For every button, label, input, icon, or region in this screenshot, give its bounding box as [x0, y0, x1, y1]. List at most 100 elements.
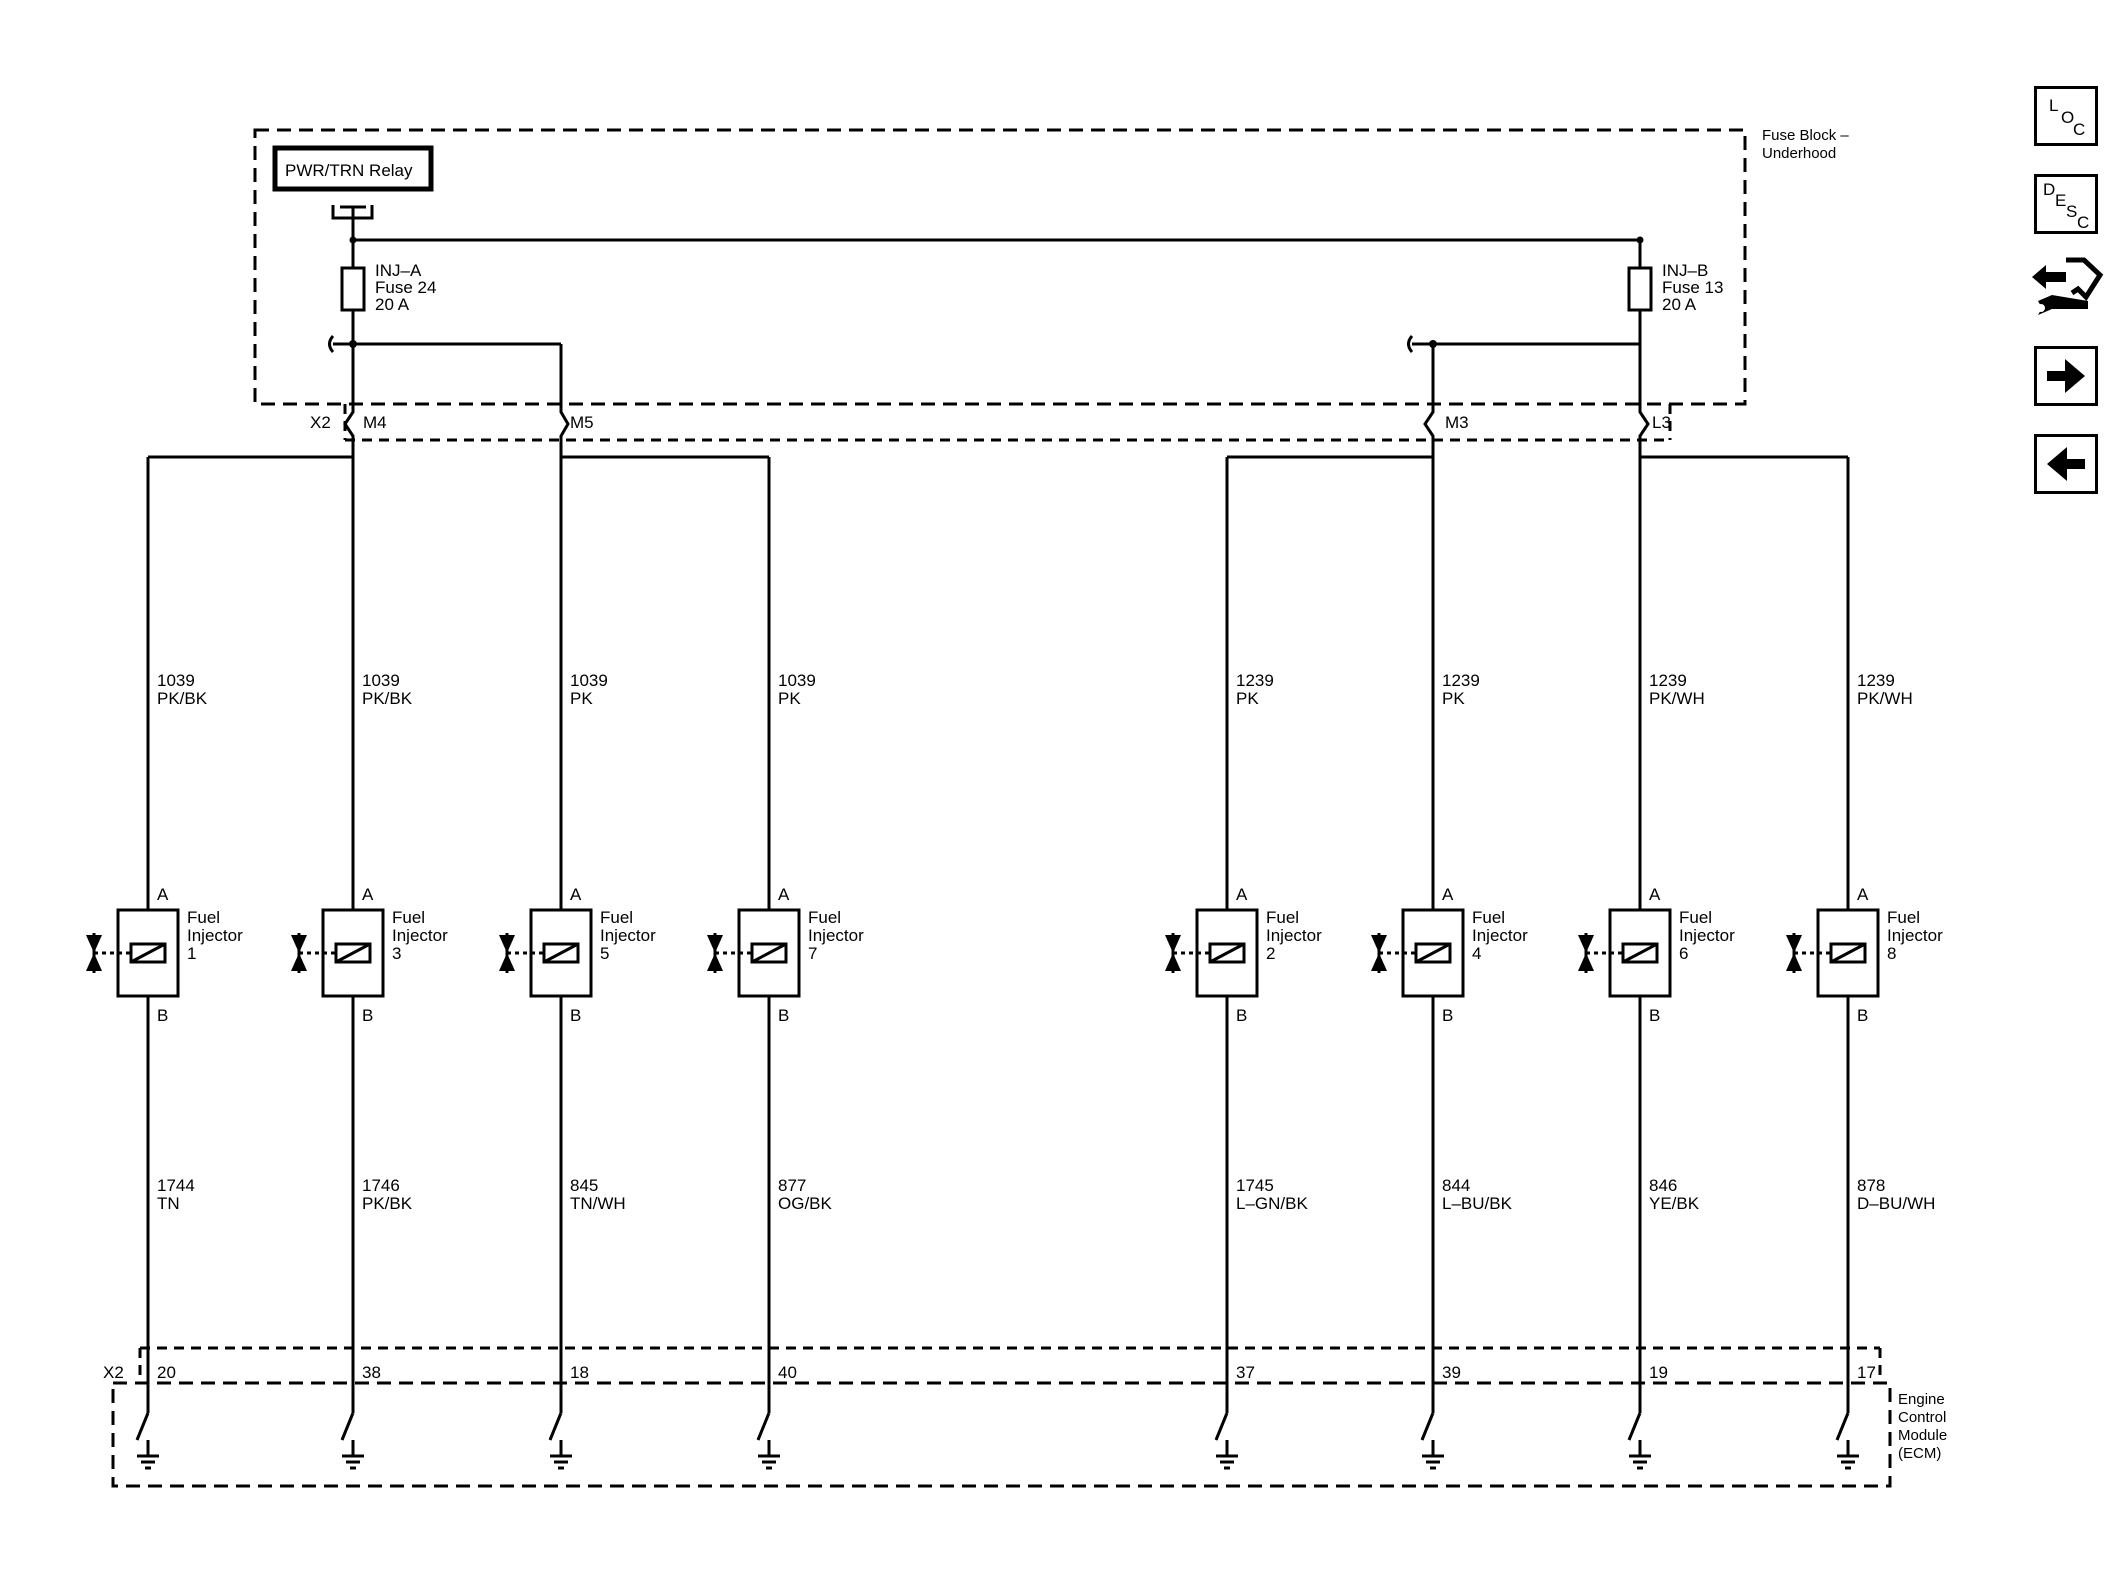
- injector-4-name-2: Injector: [1472, 926, 1528, 945]
- injector-7-pin-a: A: [778, 885, 790, 904]
- injector-6-pin-b: B: [1649, 1006, 1660, 1025]
- next-button[interactable]: [2034, 346, 2098, 406]
- injector-5-pin-b: B: [570, 1006, 581, 1025]
- pin-m3: M3: [1445, 413, 1469, 432]
- injector-2-ecm-pin: 37: [1236, 1363, 1255, 1382]
- ecm-label-line2: Control: [1898, 1409, 1946, 1426]
- ecm-label-line4: (ECM): [1898, 1445, 1941, 1462]
- loc-glyph-l: L: [2049, 96, 2058, 115]
- injector-1-feed-color: PK/BK: [157, 689, 208, 708]
- injector-4-number: 4: [1472, 944, 1481, 963]
- pin-m5: M5: [570, 413, 594, 432]
- injector-3-labels: 1039 PK/BK A Fuel Injector 3 B 1746 PK/B…: [362, 671, 448, 1382]
- injector-4-feed-color: PK: [1442, 689, 1465, 708]
- injector-3-number: 3: [392, 944, 401, 963]
- fuse-b-name: INJ–B: [1662, 261, 1708, 280]
- relay-terminal: [331, 205, 374, 240]
- injector-5-feed-circuit: 1039: [570, 671, 608, 690]
- fuse-a-rating: 20 A: [375, 295, 410, 314]
- injector-3-ecm-pin: 38: [362, 1363, 381, 1382]
- relay-label: PWR/TRN Relay: [285, 161, 413, 180]
- injector-8-pin-a: A: [1857, 885, 1869, 904]
- injector-7-pin-b: B: [778, 1006, 789, 1025]
- injector-1-labels: 1039 PK/BK A Fuel Injector 1 B 1744 TN 2…: [157, 671, 243, 1382]
- wrench-arrows-icon: [2032, 257, 2104, 315]
- injector-7-ctrl-circuit: 877: [778, 1176, 806, 1195]
- desc-button[interactable]: D E S C: [2034, 174, 2098, 234]
- fuse-inj-b: [1627, 266, 1653, 312]
- injector-2-number: 2: [1266, 944, 1275, 963]
- ecm-label-line3: Module: [1898, 1427, 1947, 1444]
- feed-wiring: [146, 344, 1850, 895]
- injector-2-feed-circuit: 1239: [1236, 671, 1274, 690]
- injector-1-name-2: Injector: [187, 926, 243, 945]
- injector-2-feed-color: PK: [1236, 689, 1259, 708]
- ecm-connector-label: X2: [103, 1363, 124, 1382]
- pin-l3: L3: [1652, 413, 1671, 432]
- injector-7-labels: 1039 PK A Fuel Injector 7 B 877 OG/BK 40: [778, 671, 864, 1382]
- injector-4-ecm-pin: 39: [1442, 1363, 1461, 1382]
- injector-8-feed-circuit: 1239: [1857, 671, 1895, 690]
- desc-glyph-d: D: [2043, 180, 2055, 199]
- injector-7-name-1: Fuel: [808, 908, 841, 927]
- injector-7-feed-color: PK: [778, 689, 801, 708]
- injector-8-number: 8: [1887, 944, 1896, 963]
- arrow-left-icon: [2047, 447, 2085, 481]
- injector-5-pin-a: A: [570, 885, 582, 904]
- loc-glyph-o: O: [2061, 108, 2074, 127]
- ecm-label-line1: Engine: [1898, 1391, 1945, 1408]
- fuse-block-outline: [253, 128, 1747, 406]
- fuse-inj-a: [340, 266, 366, 312]
- injector-3-name-2: Injector: [392, 926, 448, 945]
- injector-3-ctrl-color: PK/BK: [362, 1194, 413, 1213]
- loc-button[interactable]: L O C: [2034, 86, 2098, 146]
- injector-4-ctrl-color: L–BU/BK: [1442, 1194, 1513, 1213]
- injector-6-pin-a: A: [1649, 885, 1661, 904]
- fuse-a-name: INJ–A: [375, 261, 422, 280]
- injector-6-ctrl-color: YE/BK: [1649, 1194, 1700, 1213]
- relay-box: [272, 145, 434, 192]
- wrench-arrows-button[interactable]: [2028, 255, 2104, 325]
- injector-4-pin-b: B: [1442, 1006, 1453, 1025]
- fuse-b-rating: 20 A: [1662, 295, 1697, 314]
- injector-6-ctrl-circuit: 846: [1649, 1176, 1677, 1195]
- injector-8-ecm-pin: 17: [1857, 1363, 1876, 1382]
- fuse-block-label-line2: Underhood: [1762, 145, 1836, 162]
- injector-6-ecm-pin: 19: [1649, 1363, 1668, 1382]
- injector-3-feed-color: PK/BK: [362, 689, 413, 708]
- injector-5-name-1: Fuel: [600, 908, 633, 927]
- injector-3-name-1: Fuel: [392, 908, 425, 927]
- injector-5-number: 5: [600, 944, 609, 963]
- desc-glyph-s: S: [2066, 202, 2077, 221]
- injector-8-name-2: Injector: [1887, 926, 1943, 945]
- injector-4-symbol: [1377, 895, 1465, 1470]
- injector-7-ecm-pin: 40: [778, 1363, 797, 1382]
- injector-2-pin-a: A: [1236, 885, 1248, 904]
- injector-1-feed-circuit: 1039: [157, 671, 195, 690]
- injector-3-feed-circuit: 1039: [362, 671, 400, 690]
- injector-3-ctrl-circuit: 1746: [362, 1176, 400, 1195]
- injector-8-ctrl-color: D–BU/WH: [1857, 1194, 1935, 1213]
- injector-2-name-2: Injector: [1266, 926, 1322, 945]
- injector-5-ctrl-circuit: 845: [570, 1176, 598, 1195]
- injector-8-feed-color: PK/WH: [1857, 689, 1913, 708]
- injector-5-ctrl-color: TN/WH: [570, 1194, 626, 1213]
- injector-2-labels: 1239 PK A Fuel Injector 2 B 1745 L–GN/BK…: [1236, 671, 1322, 1382]
- back-button[interactable]: [2034, 434, 2098, 494]
- injector-7-feed-circuit: 1039: [778, 671, 816, 690]
- injector-2-ctrl-color: L–GN/BK: [1236, 1194, 1308, 1213]
- injector-5-name-2: Injector: [600, 926, 656, 945]
- injector-3-pin-a: A: [362, 885, 374, 904]
- injector-3-pin-b: B: [362, 1006, 373, 1025]
- injector-8-labels: 1239 PK/WH A Fuel Injector 8 B 878 D–BU/…: [1857, 671, 1943, 1382]
- injector-4-labels: 1239 PK A Fuel Injector 4 B 844 L–BU/BK …: [1442, 671, 1528, 1382]
- injector-7-number: 7: [808, 944, 817, 963]
- desc-icon: D E S C: [2043, 180, 2089, 231]
- injector-4-pin-a: A: [1442, 885, 1454, 904]
- desc-glyph-c: C: [2077, 213, 2089, 231]
- injector-2-ctrl-circuit: 1745: [1236, 1176, 1274, 1195]
- injector-1-number: 1: [187, 944, 196, 963]
- injector-8-ctrl-circuit: 878: [1857, 1176, 1885, 1195]
- fuse-a-number: Fuse 24: [375, 278, 436, 297]
